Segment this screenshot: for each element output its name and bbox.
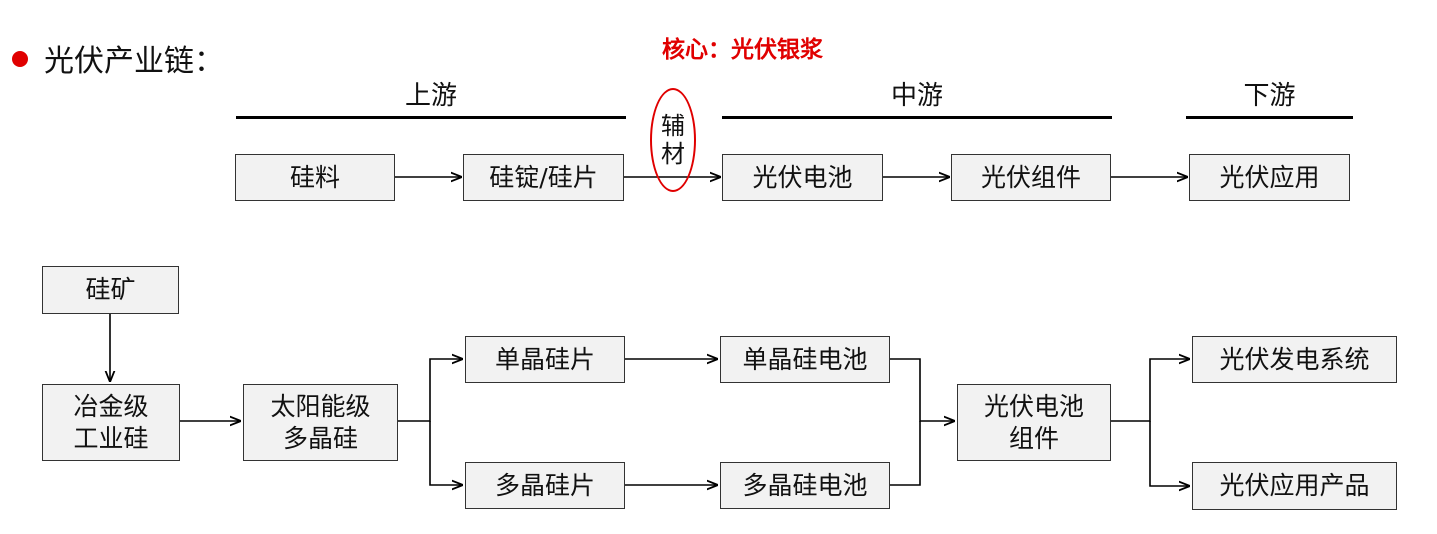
auxiliary-materials-ellipse: 辅材 xyxy=(650,88,696,192)
arrow-module-to-power-system xyxy=(1111,359,1190,422)
node-pv-cell: 光伏电池 xyxy=(722,154,883,201)
stage-label-midstream: 中游 xyxy=(890,81,943,111)
stage-line-midstream xyxy=(722,116,1112,119)
bullet-dot xyxy=(12,51,28,67)
arrow-multi-cell-to-module xyxy=(890,421,921,486)
arrow-poly-to-mono-wafer xyxy=(398,359,463,422)
node-multi-wafer: 多晶硅片 xyxy=(465,462,625,509)
page-title: 光伏产业链： xyxy=(44,44,224,79)
node-application-product: 光伏应用产品 xyxy=(1192,462,1397,510)
arrow-mono-cell-to-module xyxy=(890,358,955,421)
node-solar-polysilicon: 太阳能级 多晶硅 xyxy=(243,384,398,461)
node-ingot-wafer: 硅锭/硅片 xyxy=(463,154,624,201)
node-mono-cell: 单晶硅电池 xyxy=(720,336,890,383)
node-pv-module: 光伏组件 xyxy=(951,154,1111,201)
node-silicon-ore: 硅矿 xyxy=(42,266,179,314)
core-label: 核心：光伏银浆 xyxy=(662,37,823,63)
node-multi-cell: 多晶硅电池 xyxy=(720,462,890,509)
auxiliary-materials-label: 辅材 xyxy=(661,112,685,168)
node-power-system: 光伏发电系统 xyxy=(1192,336,1397,383)
stage-label-upstream: 上游 xyxy=(404,81,457,111)
node-mono-wafer: 单晶硅片 xyxy=(465,336,625,383)
stage-line-upstream xyxy=(236,116,626,119)
node-cell-module: 光伏电池 组件 xyxy=(957,384,1111,461)
arrow-poly-to-multi-wafer xyxy=(429,421,463,485)
stage-label-downstream: 下游 xyxy=(1243,81,1296,111)
stage-line-downstream xyxy=(1186,116,1353,119)
node-silicon-material: 硅料 xyxy=(235,154,395,201)
arrow-module-to-product xyxy=(1149,421,1190,486)
node-metallurgical-silicon: 冶金级 工业硅 xyxy=(42,384,180,461)
node-pv-application: 光伏应用 xyxy=(1189,154,1350,201)
